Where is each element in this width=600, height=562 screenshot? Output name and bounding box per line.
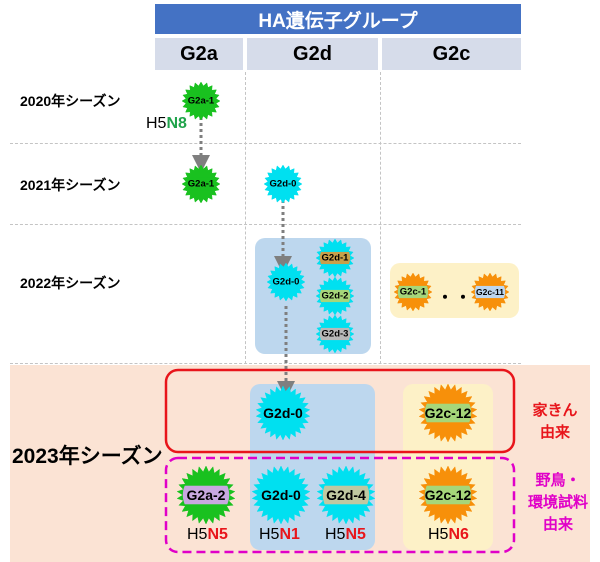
node-g2d-0: G2d-0 <box>266 262 306 302</box>
node-band <box>319 251 351 265</box>
node-label: G2a-1 <box>188 96 215 107</box>
node-label: G2d-0 <box>273 277 300 288</box>
node-band <box>182 485 230 505</box>
column-header-g2c: G2c <box>382 38 521 70</box>
wild-bird-origin-label: 野鳥・環境試料由来 <box>527 472 588 533</box>
node-label: G2c-12 <box>425 405 472 421</box>
grid-vline <box>380 72 381 364</box>
node-g2c-12: G2c-12 <box>418 383 478 443</box>
grid-hline <box>10 224 521 225</box>
node-band <box>185 94 217 108</box>
node-g2d-2: G2d-2 <box>315 276 355 316</box>
node-g2d-0: G2d-0 <box>251 465 311 525</box>
node-g2c-1: G2c-1 <box>393 272 433 312</box>
grid-vline <box>245 72 246 364</box>
poultry-origin-outline <box>164 368 516 454</box>
poultry-origin-label: 家きん由来 <box>532 402 578 441</box>
node-label: G2d-0 <box>261 487 301 503</box>
node-band <box>424 485 472 505</box>
column-header-g2d: G2d <box>247 38 378 70</box>
node-label: G2d-2 <box>322 291 349 302</box>
node-label: G2d-3 <box>322 329 349 340</box>
node-band <box>261 404 305 422</box>
node-band <box>267 177 299 191</box>
node-band <box>257 485 305 505</box>
node-band <box>424 403 472 423</box>
node-label: G2a-2 <box>187 487 226 503</box>
node-g2d-0: G2d-0 <box>255 385 311 441</box>
node-band <box>319 327 351 341</box>
node-g2d-3: G2d-3 <box>315 314 355 354</box>
season-label-2020: 2020年シーズン <box>20 93 121 109</box>
node-band <box>397 285 429 299</box>
ha-gene-group-header: HA遺伝子グループ <box>155 4 521 34</box>
node-label: G2d-4 <box>326 487 366 503</box>
serotype-label: H5N5 <box>325 526 366 543</box>
node-label: G2a-1 <box>188 179 215 190</box>
node-band <box>319 289 351 303</box>
node-label: G2c-1 <box>400 287 427 298</box>
node-band <box>270 275 302 289</box>
season-label-2021: 2021年シーズン <box>20 177 121 193</box>
node-g2c-12: G2c-12 <box>418 465 478 525</box>
column-header-g2a: G2a <box>155 38 243 70</box>
season-label-2023: 2023年シーズン <box>12 445 163 468</box>
node-g2a-1: G2a-1 <box>181 164 221 204</box>
node-g2d-0: G2d-0 <box>263 164 303 204</box>
serotype-label: H5N1 <box>259 526 300 543</box>
season-label-2022: 2022年シーズン <box>20 275 121 291</box>
grid-hline <box>10 143 521 144</box>
node-label: G2c-12 <box>425 487 472 503</box>
node-band <box>185 177 217 191</box>
grid-hline <box>10 363 521 364</box>
node-label: G2c-11 <box>476 287 504 297</box>
wild-bird-origin-outline <box>164 456 516 554</box>
serotype-label: H5N8 <box>146 115 187 132</box>
node-band <box>474 285 506 299</box>
node-g2d-1: G2d-1 <box>315 238 355 278</box>
node-label: G2d-0 <box>270 179 297 190</box>
serotype-label: H5N6 <box>428 526 469 543</box>
serotype-label: H5N5 <box>187 526 228 543</box>
node-label: G2d-0 <box>263 405 303 421</box>
node-g2d-4: G2d-4 <box>316 465 376 525</box>
node-label: G2d-1 <box>322 253 350 264</box>
node-g2a-2: G2a-2 <box>176 465 236 525</box>
node-g2c-11: G2c-11 <box>470 272 510 312</box>
node-band <box>322 485 370 505</box>
node-g2a-1: G2a-1 <box>181 81 221 121</box>
